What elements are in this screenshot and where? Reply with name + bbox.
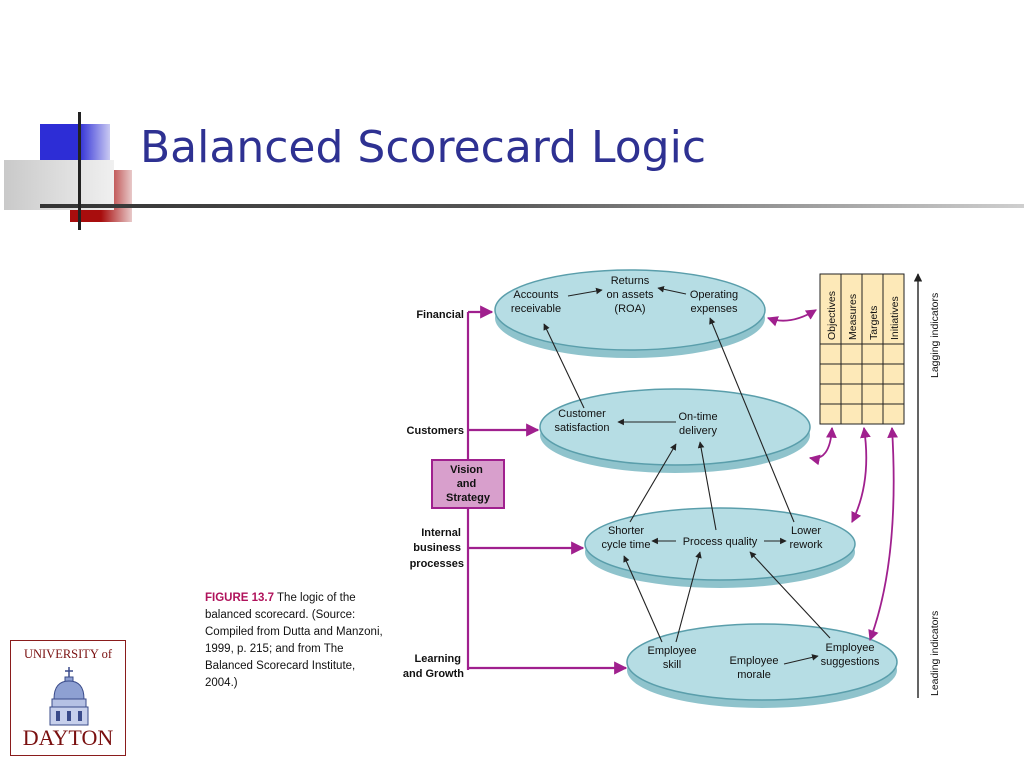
scorecard-table: Objectives Measures Targets Initiatives (819, 273, 905, 425)
title-rule-vertical (78, 112, 81, 230)
slide-title: Balanced Scorecard Logic (140, 122, 707, 173)
ellipse-internal (584, 507, 856, 588)
perspective-learning: Learning and Growth (403, 653, 464, 680)
table-header-targets: Targets (868, 306, 880, 340)
table-links (766, 309, 898, 642)
figure-caption: FIGURE 13.7 The logic of the balanced sc… (205, 590, 385, 692)
ellipse-learning (626, 623, 898, 708)
perspective-customers: Customers (407, 425, 464, 437)
balanced-scorecard-diagram: Financial Customers Internal business pr… (403, 269, 941, 708)
chapel-dome-icon (49, 667, 89, 726)
vision-strategy-label: Vision and Strategy (446, 464, 491, 504)
table-header-initiatives: Initiatives (889, 296, 901, 340)
logo-top-text: UNIVERSITY of (23, 647, 113, 661)
axis-label-leading: Leading indicators (929, 611, 941, 696)
figure-label: FIGURE 13.7 (205, 592, 275, 604)
axis-label-lagging: Lagging indicators (929, 293, 941, 378)
title-rule (40, 204, 1024, 208)
table-header-measures: Measures (847, 294, 859, 340)
ellipse-customers (539, 388, 811, 473)
table-header-objectives: Objectives (826, 291, 838, 340)
perspective-internal: Internal business processes (410, 527, 464, 570)
accent-gray-bar (4, 160, 114, 210)
logo-bottom-text: DAYTON (22, 725, 114, 750)
perspective-financial: Financial (416, 309, 464, 321)
university-of-dayton-logo: UNIVERSITY of DAYTON (10, 640, 126, 756)
node-process-quality: Process quality (683, 536, 758, 548)
causal-arrows (543, 286, 831, 665)
figure-caption-text: The logic of the balanced scorecard. (So… (205, 592, 383, 689)
vision-strategy-box (431, 459, 505, 509)
ellipse-financial (494, 269, 766, 358)
